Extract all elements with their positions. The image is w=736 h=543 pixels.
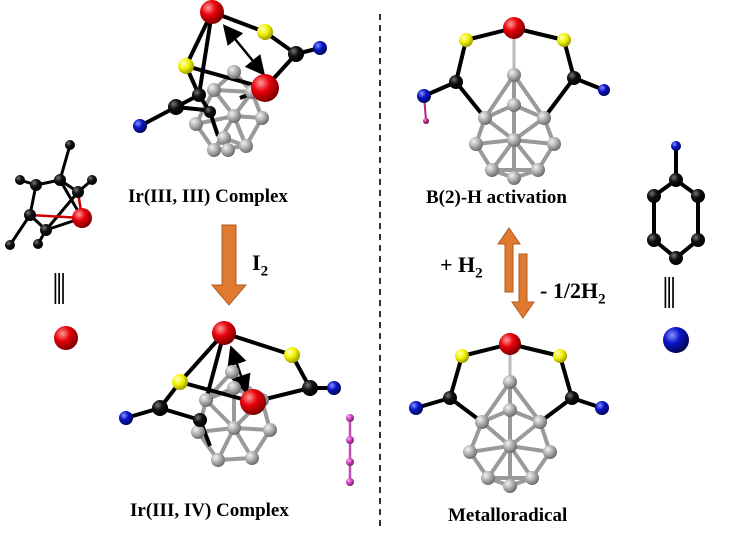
reagent-plus-h2: + H2 xyxy=(440,252,483,282)
bh-activation-complex xyxy=(417,17,610,185)
h2-equilibrium-arrows xyxy=(497,227,535,319)
cp-star-legend xyxy=(5,140,97,350)
aryl-legend xyxy=(647,141,705,353)
reagent-minus-half-h2: - 1/2H2 xyxy=(540,278,606,308)
ir34-complex xyxy=(119,321,354,486)
equiv-symbol-left: ||| xyxy=(52,268,67,305)
reagent-i2: I2 xyxy=(252,250,269,280)
metalloradical-complex xyxy=(409,333,609,493)
caption-bh-activation: B(2)-H activation xyxy=(426,187,567,208)
caption-metalloradical: Metalloradical xyxy=(448,505,568,526)
i2-arrow xyxy=(210,224,248,306)
equiv-symbol-right: ||| xyxy=(662,272,677,309)
ir33-complex xyxy=(133,0,327,157)
caption-ir-iii-iii-complex: Ir(III, III) Complex xyxy=(128,186,288,207)
caption-ir-iii-iv-complex: Ir(III, IV) Complex xyxy=(130,500,289,521)
